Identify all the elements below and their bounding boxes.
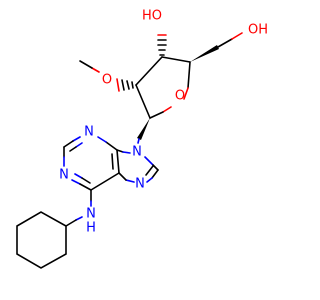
- nh-hydrogen-label: H: [86, 221, 96, 236]
- cyclohexane-ring: [16, 211, 67, 269]
- n7-label: N: [135, 177, 145, 192]
- wedge-c1-n9: [137, 118, 150, 140]
- wedge-c4-ch2: [190, 45, 219, 62]
- bond-c4-o4: [187, 61, 191, 89]
- sugar-ring: [135, 56, 191, 119]
- methoxy-oxygen-label: O: [102, 73, 112, 88]
- hashed-bond-c3-oh: [157, 34, 167, 56]
- ring-oxygen-label: O: [175, 89, 185, 104]
- bond-c4-o4-red: [183, 87, 189, 100]
- bond-ch2-oh: [217, 38, 233, 48]
- bond-o4-c1-red: [162, 106, 172, 113]
- oh-label: OH: [248, 23, 268, 38]
- nh-label: N: [86, 207, 96, 222]
- ho-label: HO: [142, 9, 162, 24]
- bond-c1-n9-blue: [137, 138, 140, 144]
- bond-ch2-oh-red: [231, 32, 243, 40]
- bond-ome-methyl: [79, 60, 93, 69]
- molecule-structure-diagram: HO OH O O N N: [16, 9, 268, 269]
- bond-o4-c1: [149, 111, 164, 119]
- hashed-bond-c2-ome: [116, 78, 134, 92]
- n3-label: N: [84, 125, 94, 140]
- bond-nh-cy: [65, 219, 77, 227]
- pyrimidine-ring: [63, 136, 120, 191]
- n9-label: N: [132, 145, 142, 160]
- bond-c1-c2: [135, 84, 151, 119]
- bond-c3-c4: [161, 56, 191, 63]
- bond-c2-c3: [135, 56, 163, 86]
- bond-nh-cy-blue: [75, 216, 83, 221]
- bond-ome-methyl-red: [91, 67, 100, 73]
- imidazole-ring: [116, 149, 159, 183]
- n1-label: N: [59, 168, 69, 183]
